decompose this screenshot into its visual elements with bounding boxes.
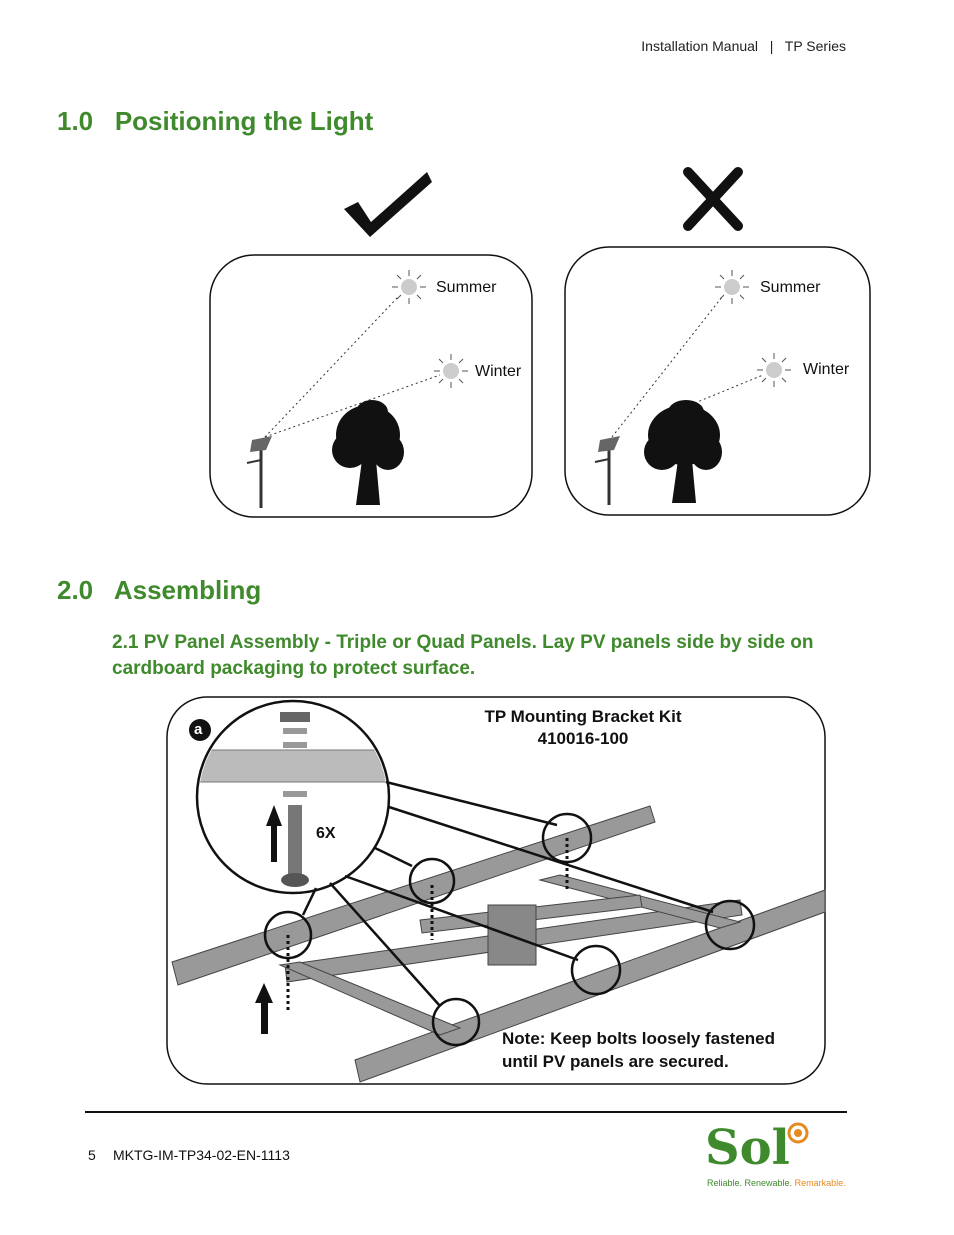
arrow-up-icon: [255, 983, 273, 1034]
sun-winter-icon: [757, 353, 791, 387]
header-separator: |: [769, 38, 774, 54]
winter-label: Winter: [475, 363, 522, 380]
sol-logo: Sol: [705, 1120, 790, 1176]
sun-summer-icon: [715, 270, 749, 304]
positioning-diagram: [209, 167, 871, 518]
quantity-label: 6X: [316, 825, 336, 842]
subsection-2-1-title: 2.1 PV Panel Assembly - Triple or Quad P…: [112, 632, 814, 679]
check-mark-icon: [344, 172, 432, 237]
panel-correct: [209, 254, 533, 518]
summer-label: Summer: [436, 279, 497, 296]
section-1-title: 1.0 Positioning the Light: [57, 106, 374, 136]
section-2-title: 2.0 Assembling: [57, 575, 262, 605]
assembly-diagram: [166, 696, 826, 1085]
kit-title: TP Mounting Bracket Kit: [484, 707, 682, 726]
note-line-2: until PV panels are secured.: [502, 1052, 729, 1071]
panel-incorrect: [564, 246, 871, 516]
tagline-main: Reliable. Renewable.: [707, 1178, 793, 1188]
summer-label: Summer: [760, 279, 821, 296]
page-header: Installation Manual | TP Series: [641, 38, 846, 54]
series-name: TP Series: [784, 38, 846, 54]
winter-label: Winter: [803, 361, 850, 378]
detail-circles: [263, 812, 756, 1047]
tagline-remarkable: Remarkable.: [794, 1178, 846, 1188]
x-mark-icon: [683, 167, 743, 231]
logo-text: Sol: [705, 1120, 790, 1176]
arrow-up-icon: [266, 805, 282, 862]
step-badge: [189, 719, 211, 741]
solar-light-icon: [594, 436, 620, 505]
document-code: MKTG-IM-TP34-02-EN-1113: [113, 1147, 290, 1163]
bolt-detail-zoom: [195, 699, 391, 895]
tree-icon: [644, 400, 722, 503]
tree-icon: [332, 400, 404, 505]
note-line-1: Note: Keep bolts loosely fastened: [502, 1029, 775, 1048]
solar-light-icon: [246, 436, 272, 508]
footer-divider: [85, 1111, 847, 1113]
sun-summer-icon: [392, 270, 426, 304]
manual-title: Installation Manual: [641, 38, 759, 54]
kit-number: 410016-100: [537, 729, 629, 748]
step-letter: a: [194, 721, 203, 738]
logo-tagline: Reliable. Renewable. Remarkable.: [707, 1178, 846, 1188]
sun-winter-icon: [434, 354, 468, 388]
callout-lines: [301, 780, 714, 1007]
page-number: 5: [88, 1147, 96, 1163]
